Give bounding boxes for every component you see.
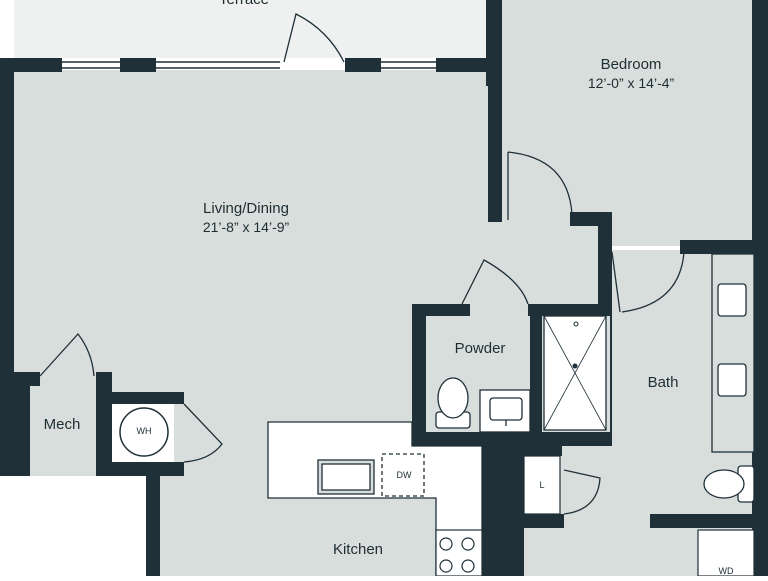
washer-dryer-label: WD: [718, 566, 734, 576]
terrace-label: Terrace: [204, 0, 284, 10]
living-name: Living/Dining: [203, 200, 289, 217]
cooktop-icon: [435, 529, 483, 577]
bedroom-floor: [500, 0, 756, 246]
terrace-area: [14, 0, 488, 58]
water-heater-label: WH: [136, 426, 152, 436]
washer-dryer: [697, 529, 755, 577]
sink-icon: [479, 389, 531, 433]
linen-closet: [523, 455, 561, 515]
linen-label: L: [539, 480, 545, 490]
kitchen-label: Kitchen: [332, 541, 384, 558]
toilet-icon: [435, 377, 471, 429]
window-icon: [62, 61, 436, 69]
bedroom-name: Bedroom: [600, 56, 662, 73]
main-floor: [14, 70, 756, 576]
water-heater: [112, 404, 174, 462]
bath-label: Bath: [647, 374, 679, 391]
powder-label: Powder: [454, 340, 506, 357]
mech-label: Mech: [43, 416, 81, 433]
sink-icon: [711, 253, 755, 453]
door-swing-icon: [39, 13, 685, 515]
toilet-icon: [703, 465, 755, 503]
kitchen-counter: [267, 421, 483, 577]
living-dims: 21’-8” x 14’-9”: [202, 218, 290, 235]
dishwasher-label: DW: [396, 470, 412, 480]
bedroom-dims: 12’-0” x 14’-4”: [587, 74, 675, 91]
shower-icon: [543, 315, 607, 431]
bedroom-label-group: Bedroom 12’-0” x 14’-4”: [566, 56, 696, 92]
living-label-group: Living/Dining 21’-8” x 14’-9”: [176, 200, 316, 236]
